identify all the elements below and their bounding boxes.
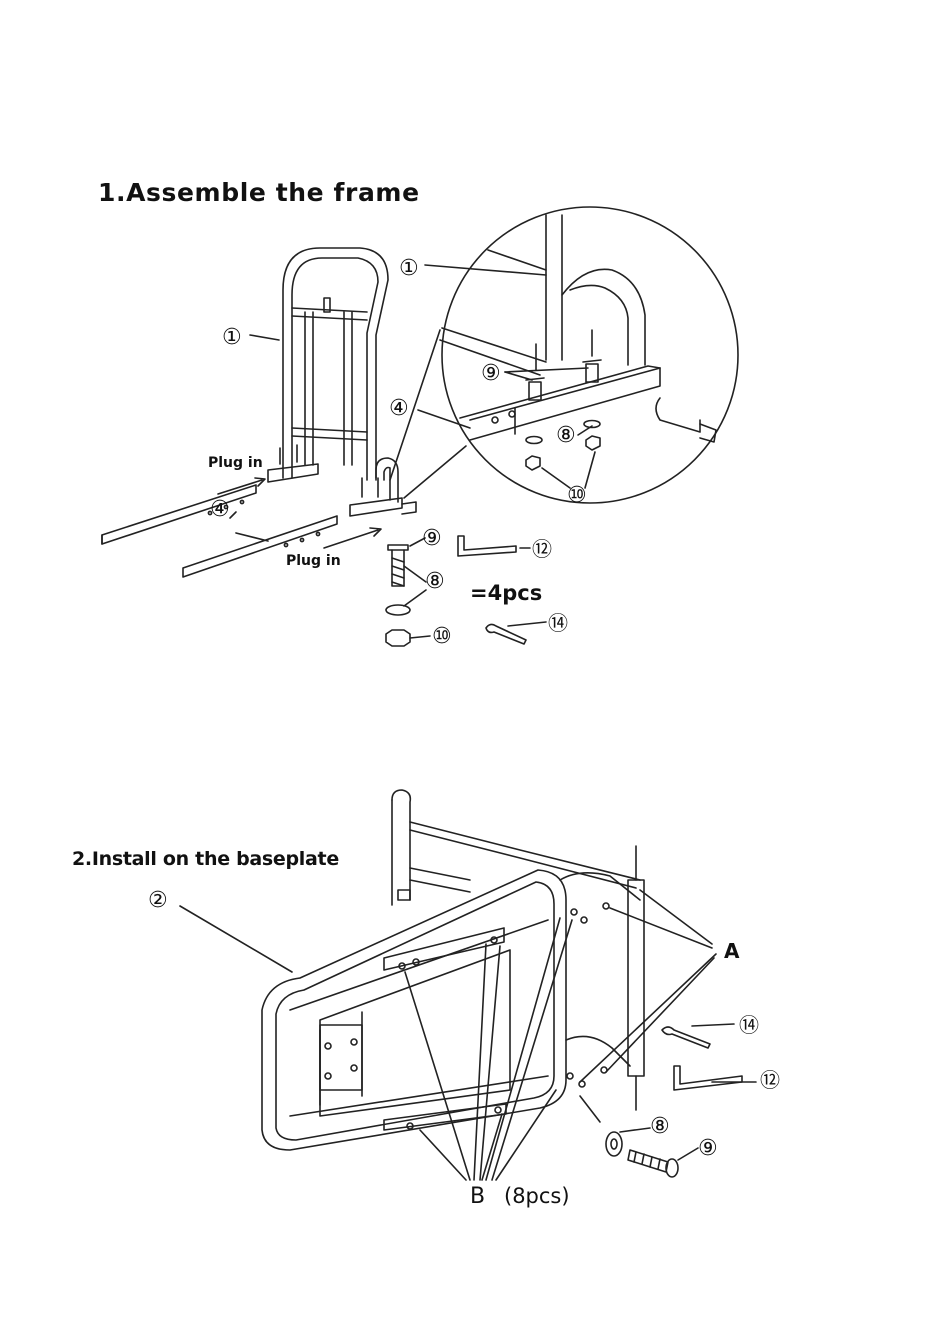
quantity-label: =4pcs — [470, 581, 542, 605]
callout-part-12-fig2: ⑫ — [760, 1068, 780, 1092]
callout-part-2: ② — [148, 888, 168, 913]
callout-part-1-detail: ① — [399, 256, 419, 281]
callout-part-8: ⑧ — [425, 569, 445, 594]
frame-figure — [102, 207, 738, 646]
callout-part-8-detail: ⑧ — [556, 423, 576, 448]
plug-in-label-1: Plug in — [208, 455, 263, 471]
plug-in-label-2: Plug in — [286, 553, 341, 569]
callout-part-8-fig2: ⑧ — [650, 1114, 670, 1139]
callout-part-10: ⑩ — [432, 624, 452, 649]
callout-part-1-frame: ① — [222, 325, 242, 350]
callout-part-4-tube: ④ — [210, 497, 230, 522]
callout-part-9-detail: ⑨ — [481, 361, 501, 386]
callout-part-12: ⑫ — [532, 537, 552, 561]
callout-part-9-fig2: ⑨ — [698, 1136, 718, 1161]
label-b-quantity: (8pcs) — [504, 1184, 570, 1208]
label-a: A — [724, 939, 740, 963]
callout-part-14-fig2: ⑭ — [739, 1013, 759, 1037]
callout-part-4-detail: ④ — [389, 396, 409, 421]
callout-part-9: ⑨ — [422, 526, 442, 551]
callout-part-10-detail: ⑩ — [567, 483, 587, 508]
label-b: B — [470, 1184, 485, 1209]
callout-part-14: ⑭ — [548, 611, 568, 635]
